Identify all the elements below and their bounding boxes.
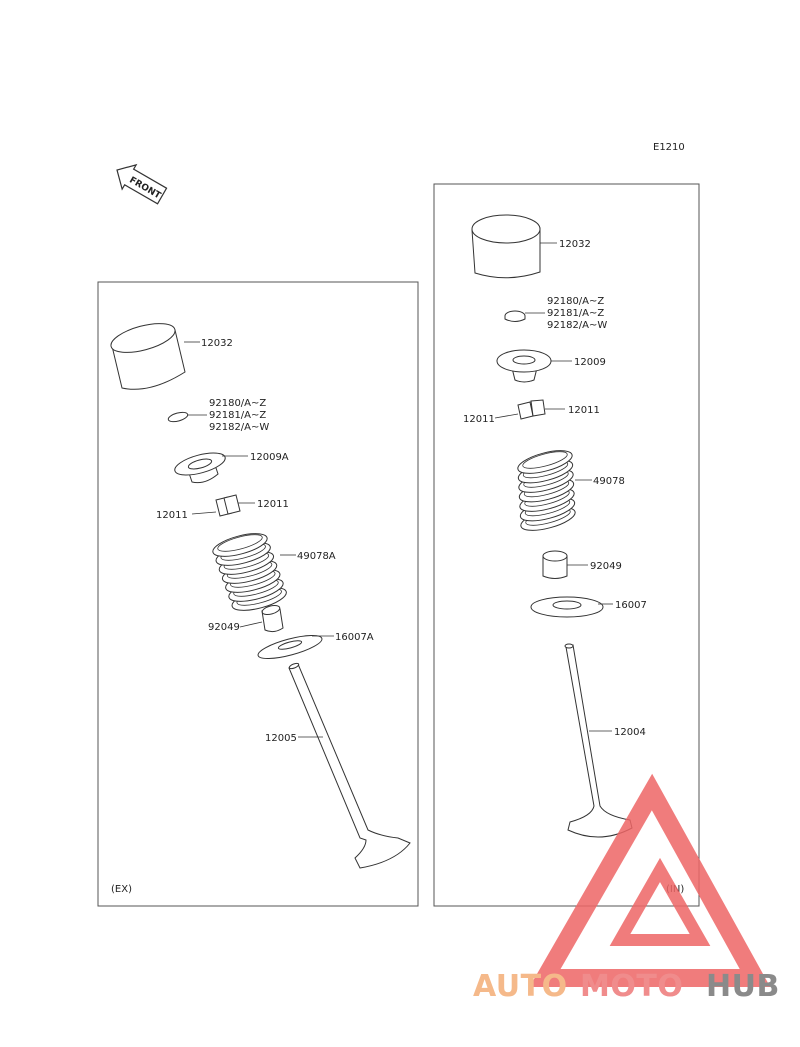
ex-spring-label: 49078A: [297, 551, 336, 562]
ex-seal: [261, 604, 284, 633]
diagram-code: E1210: [653, 142, 685, 153]
in-retainer-label: 12009: [574, 357, 606, 368]
in-cotter-left-label: 12011: [463, 414, 495, 425]
watermark-logo: [529, 773, 771, 987]
watermark-text-moto: MOTO: [580, 969, 683, 1004]
front-arrow-icon: FRONT: [116, 163, 168, 205]
ex-valve-label: 12005: [265, 733, 297, 744]
ex-shim-label-3: 92182/A~W: [209, 422, 269, 433]
ex-retainer: [174, 452, 226, 484]
ex-valve: [288, 662, 411, 869]
in-retainer: [496, 349, 552, 383]
ex-shim: [167, 411, 189, 423]
ex-shim-label-1: 92180/A~Z: [209, 398, 266, 409]
in-seal: [542, 550, 568, 579]
in-spring-label: 49078: [593, 476, 625, 487]
ex-seat: [257, 634, 323, 660]
ex-tappet: [110, 323, 186, 390]
ex-shim-label-2: 92181/A~Z: [209, 410, 266, 421]
intake-panel: [433, 183, 700, 907]
in-spring: [517, 450, 576, 531]
in-cotters: [517, 399, 546, 420]
ex-spring: [212, 533, 287, 611]
spring-coil-inner: [217, 534, 263, 552]
in-cotter-right-label: 12011: [568, 405, 600, 416]
ex-tappet-label: 12032: [201, 338, 233, 349]
ex-cotters: [215, 494, 241, 517]
in-shim: [504, 310, 526, 322]
in-tappet-label: 12032: [559, 239, 591, 250]
in-seal-label: 92049: [590, 561, 622, 572]
watermark-text-auto: AUTO: [473, 969, 568, 1004]
in-seat-label: 16007: [615, 600, 647, 611]
in-seat: [530, 596, 604, 618]
spring-coil-inner: [522, 451, 568, 469]
ex-seat-label: 16007A: [335, 632, 374, 643]
ex-cotter-left-label: 12011: [156, 510, 188, 521]
in-valve-label: 12004: [614, 727, 646, 738]
ex-panel-label: (EX): [111, 884, 132, 895]
ex-cotter-right-label: 12011: [257, 499, 289, 510]
ex-retainer-label: 12009A: [250, 452, 289, 463]
in-shim-label-2: 92181/A~Z: [547, 308, 604, 319]
exhaust-panel: [97, 281, 419, 907]
in-shim-label-1: 92180/A~Z: [547, 296, 604, 307]
in-valve: [564, 643, 633, 838]
in-tappet: [471, 214, 541, 279]
in-shim-label-3: 92182/A~W: [547, 320, 607, 331]
watermark-text-hub: HUB: [706, 969, 780, 1004]
ex-seal-label: 92049: [208, 622, 240, 633]
